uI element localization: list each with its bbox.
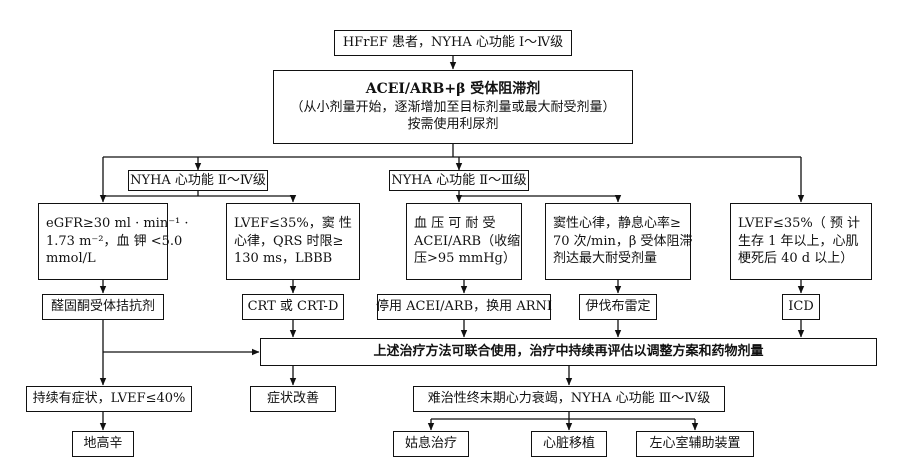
heart-transplant-text: 心脏移植: [542, 436, 595, 452]
criteria-lvef-qrs-node: LVEF≤35%，窦 性 心律，QRS 时限≥ 130 ms，LBBB: [226, 203, 360, 280]
treatment-ivabradine-text: 伊伐布雷定: [585, 299, 651, 315]
persistent-symptoms-node: 持续有症状，LVEF≤40%: [26, 386, 192, 412]
heart-transplant-node: 心脏移植: [531, 431, 607, 457]
palliative-care-node: 姑息治疗: [393, 431, 469, 457]
branch-nyha-2-3-node: NYHA 心功能 Ⅱ～Ⅲ级: [389, 170, 529, 191]
criteria-blood-pressure-node: 血 压 可 耐 受 ACEI/ARB（收缩 压>95 mmHg）: [406, 203, 522, 280]
criteria-line: 130 ms，LBBB: [234, 251, 333, 267]
palliative-care-text: 姑息治疗: [404, 436, 457, 452]
criteria-line: mmol/L: [46, 251, 96, 267]
criteria-line: eGFR≥30 ml · min⁻¹ ·: [46, 216, 189, 232]
criteria-line: 压>95 mmHg）: [414, 251, 516, 267]
treatment-mra-text: 醛固酮受体拮抗剂: [50, 299, 155, 315]
criteria-line: 1.73 m⁻²，血 钾 <5.0: [46, 233, 183, 249]
start-node-text: HFrEF 患者，NYHA 心功能 Ⅰ～Ⅳ级: [342, 35, 564, 51]
criteria-line: 心律，QRS 时限≥: [234, 233, 344, 249]
criteria-egfr-potassium-node: eGFR≥30 ml · min⁻¹ · 1.73 m⁻²，血 钾 <5.0 m…: [38, 203, 189, 280]
treatment-arni-node: 停用 ACEI/ARB，换用 ARNI: [375, 294, 553, 320]
criteria-line: 血 压 可 耐 受: [414, 216, 496, 232]
digoxin-node: 地高辛: [72, 431, 134, 457]
criteria-heart-rate-node: 窦性心律，静息心率≥ 70 次/min，β 受体阻滞 剂达最大耐受剂量: [545, 203, 693, 280]
criteria-line: 梗死后 40 d 以上）: [738, 251, 854, 267]
branch-nyha-2-4-node: NYHA 心功能 Ⅱ～Ⅳ级: [128, 170, 268, 191]
criteria-line: LVEF≤35%，窦 性: [234, 216, 352, 232]
criteria-icd-node: LVEF≤35%（ 预 计 生存 1 年以上，心肌 梗死后 40 d 以上）: [730, 203, 872, 280]
treatment-mra-node: 醛固酮受体拮抗剂: [42, 294, 164, 320]
treatment-arni-text: 停用 ACEI/ARB，换用 ARNI: [375, 299, 553, 315]
branch-nyha-2-3-text: NYHA 心功能 Ⅱ～Ⅲ级: [391, 172, 527, 188]
first-line-title: ACEI/ARB+β 受体阻滞剂: [365, 81, 541, 97]
treatment-crt-node: CRT 或 CRT-D: [242, 294, 344, 320]
persistent-symptoms-text: 持续有症状，LVEF≤40%: [32, 391, 186, 407]
treatment-icd-node: ICD: [782, 294, 820, 320]
branch-nyha-2-4-text: NYHA 心功能 Ⅱ～Ⅳ级: [130, 172, 266, 188]
combined-therapy-bar: 上述治疗方法可联合使用，治疗中持续再评估以调整方案和药物剂量: [260, 338, 877, 366]
criteria-line: LVEF≤35%（ 预 计: [738, 216, 861, 232]
refractory-hf-node: 难治性终末期心力衰竭，NYHA 心功能 Ⅲ～Ⅳ级: [413, 386, 725, 412]
combined-therapy-text: 上述治疗方法可联合使用，治疗中持续再评估以调整方案和药物剂量: [373, 344, 764, 360]
treatment-crt-text: CRT 或 CRT-D: [247, 299, 339, 315]
first-line-therapy-node: ACEI/ARB+β 受体阻滞剂 （从小剂量开始，逐渐增加至目标剂量或最大耐受剂…: [273, 70, 633, 144]
treatment-icd-text: ICD: [788, 299, 814, 315]
criteria-line: ACEI/ARB（收缩: [414, 233, 521, 249]
first-line-note: （从小剂量开始，逐渐增加至目标剂量或最大耐受剂量）: [290, 99, 616, 115]
refractory-hf-text: 难治性终末期心力衰竭，NYHA 心功能 Ⅲ～Ⅳ级: [427, 391, 711, 407]
start-node: HFrEF 患者，NYHA 心功能 Ⅰ～Ⅳ级: [334, 30, 572, 56]
criteria-line: 生存 1 年以上，心肌: [738, 233, 859, 249]
criteria-line: 70 次/min，β 受体阻滞: [553, 233, 693, 249]
symptoms-improved-text: 症状改善: [266, 391, 319, 407]
symptoms-improved-node: 症状改善: [250, 386, 336, 412]
treatment-ivabradine-node: 伊伐布雷定: [579, 294, 657, 320]
first-line-diuretic: 按需使用利尿剂: [407, 117, 499, 133]
criteria-line: 窦性心律，静息心率≥: [553, 216, 681, 232]
lvad-text: 左心室辅助装置: [649, 436, 741, 452]
criteria-line: 剂达最大耐受剂量: [553, 251, 658, 267]
digoxin-text: 地高辛: [83, 436, 123, 452]
lvad-node: 左心室辅助装置: [636, 431, 754, 457]
